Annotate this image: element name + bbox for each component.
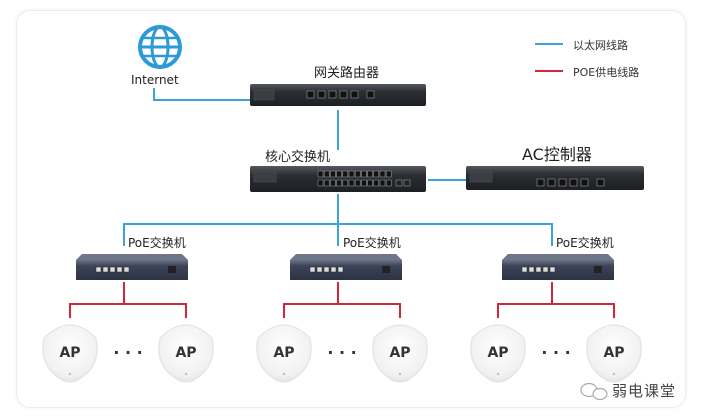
port	[317, 170, 324, 178]
poe-switch-device-1	[76, 254, 188, 280]
poe-switch-label-2: PoE交换机	[343, 236, 401, 250]
core-switch-device	[250, 166, 426, 192]
internet-label: Internet	[131, 73, 179, 87]
port	[330, 266, 337, 273]
port	[336, 179, 342, 187]
port	[348, 179, 355, 187]
port	[330, 170, 336, 178]
port	[102, 266, 109, 273]
port	[367, 170, 373, 178]
access-point: AP	[158, 324, 214, 383]
ap-group-2: AP AP · · ·	[256, 324, 428, 383]
port	[330, 179, 336, 187]
poe-link-group-3	[497, 282, 615, 318]
sfp-port	[403, 179, 411, 187]
port	[379, 179, 386, 187]
port	[385, 179, 392, 187]
ap-label: AP	[273, 345, 294, 361]
port	[361, 170, 367, 178]
link-internet-gateway	[153, 88, 250, 101]
access-point: AP	[256, 324, 312, 383]
poe-switch-device-2	[290, 254, 402, 280]
ap-label: AP	[487, 345, 508, 361]
legend-ethernet-label: 以太网线路	[573, 39, 628, 52]
ap-ellipsis: · · ·	[541, 343, 570, 362]
poe-switch-label-3: PoE交换机	[556, 236, 614, 250]
port	[95, 266, 102, 273]
ac-controller-device	[466, 166, 644, 190]
port	[535, 266, 542, 273]
port	[379, 170, 386, 178]
port	[367, 179, 373, 187]
port	[337, 266, 344, 273]
port	[123, 266, 130, 273]
port	[361, 179, 367, 187]
port	[373, 170, 380, 178]
port	[323, 170, 330, 178]
access-point: AP	[586, 324, 642, 383]
port	[348, 170, 355, 178]
port	[385, 170, 392, 178]
ap-group-1: AP AP · · ·	[42, 324, 214, 383]
poe-switch-label-1: PoE交换机	[128, 236, 186, 250]
port	[549, 266, 556, 273]
poe-link-group-1	[69, 282, 187, 318]
port	[317, 179, 324, 187]
port	[116, 266, 123, 273]
power-socket	[168, 266, 176, 273]
power-socket	[594, 266, 602, 273]
watermark-text: 弱电课堂	[612, 382, 677, 400]
poe-switch-device-3	[502, 254, 614, 280]
diagram-frame	[16, 10, 686, 408]
port	[109, 266, 116, 273]
ap-label: AP	[175, 345, 196, 361]
access-point: AP	[470, 324, 526, 383]
port	[342, 170, 349, 178]
poe-links	[69, 282, 615, 318]
core-switch-label: 核心交换机	[265, 150, 331, 165]
ethernet-links	[123, 88, 553, 246]
gateway-router-label: 网关路由器	[314, 66, 380, 81]
port	[542, 266, 549, 273]
port	[521, 266, 528, 273]
access-point: AP	[42, 324, 98, 383]
port	[354, 170, 361, 178]
poe-link-group-2	[283, 282, 401, 318]
wechat-icon	[580, 382, 608, 401]
globe-icon	[138, 25, 182, 69]
ap-label: AP	[603, 345, 624, 361]
port	[342, 179, 349, 187]
ap-label: AP	[59, 345, 80, 361]
port	[323, 266, 330, 273]
access-point: AP	[372, 324, 428, 383]
port	[354, 179, 361, 187]
ap-ellipsis: · · ·	[327, 343, 356, 362]
ap-label: AP	[389, 345, 410, 361]
ac-controller-label: AC控制器	[522, 145, 592, 164]
ap-ellipsis: · · ·	[113, 343, 142, 362]
power-socket	[382, 266, 390, 273]
port	[336, 170, 342, 178]
port	[373, 179, 380, 187]
port	[316, 266, 323, 273]
ap-group-3: AP AP · · ·	[470, 324, 642, 383]
gateway-router-device	[250, 84, 426, 106]
port	[528, 266, 535, 273]
sfp-port	[395, 179, 403, 187]
legend-poe-label: POE供电线路	[573, 66, 640, 79]
port	[323, 179, 330, 187]
port	[309, 266, 316, 273]
